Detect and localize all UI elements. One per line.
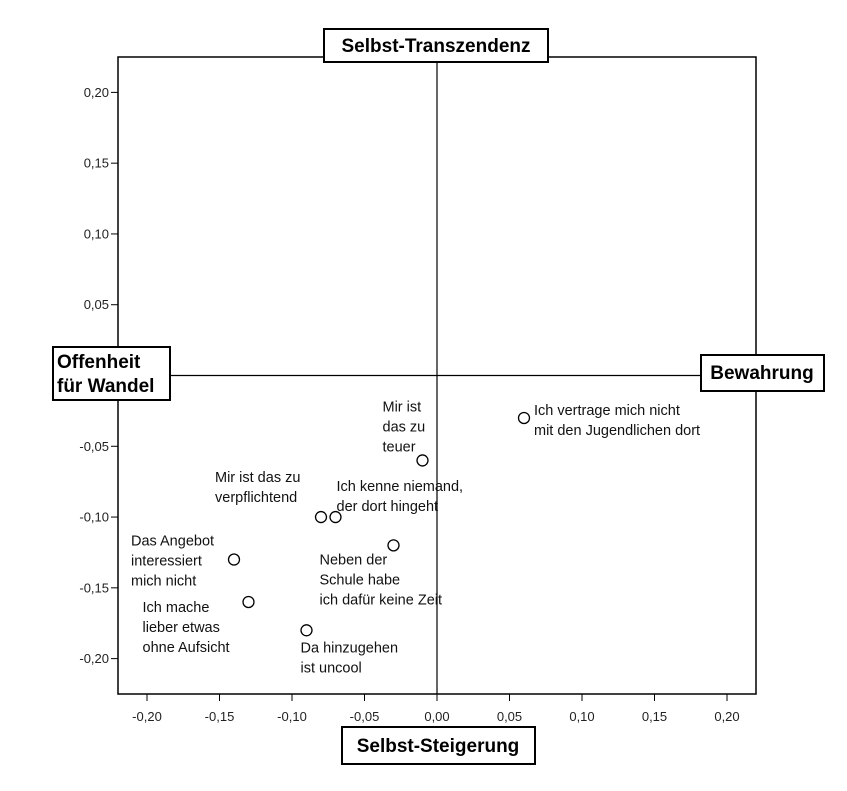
- pole-bottom-label: Selbst-Steigerung: [357, 736, 520, 757]
- pole-left-label-line1: Offenheit: [57, 352, 141, 373]
- data-point-marker: [329, 510, 342, 524]
- y-tick-label: -0,15: [79, 580, 109, 595]
- data-point-marker: [314, 510, 328, 524]
- pole-bottom-box: Selbst-Steigerung: [341, 726, 536, 765]
- pole-right-label: Bewahrung: [710, 363, 813, 384]
- y-axis-ticks: 0,20 0,15 0,10 0,05 -0,05 -0,10 -0,15 -0,20: [79, 85, 118, 666]
- data-point-marker: [416, 454, 429, 467]
- pole-top-box: Selbst-Transzendenz: [323, 28, 549, 63]
- data-point-marker: [227, 553, 241, 566]
- data-point-marker: [387, 539, 400, 552]
- data-point-marker: [517, 411, 531, 425]
- x-tick-label: 0,10: [569, 709, 594, 724]
- y-tick-label: 0,15: [84, 156, 109, 171]
- data-point-label: Ich kenne niemand,der dort hingeht: [337, 479, 464, 515]
- x-tick-label: -0,05: [350, 709, 380, 724]
- axis-lines: [118, 57, 756, 694]
- x-tick-label: -0,20: [132, 709, 162, 724]
- y-tick-label: 0,20: [84, 85, 109, 100]
- x-tick-label: 0,00: [424, 709, 449, 724]
- y-tick-label: 0,10: [84, 226, 109, 241]
- y-tick-label: -0,20: [79, 651, 109, 666]
- pole-top-label: Selbst-Transzendenz: [342, 36, 531, 57]
- y-tick-label: -0,10: [79, 510, 109, 525]
- x-tick-label: -0,10: [277, 709, 307, 724]
- x-tick-label: -0,15: [205, 709, 235, 724]
- x-tick-label: 0,15: [642, 709, 667, 724]
- y-tick-label: 0,05: [84, 297, 109, 312]
- data-point-marker: [242, 595, 255, 609]
- x-tick-label: 0,05: [497, 709, 522, 724]
- pole-left-label-line2: für Wandel: [57, 376, 154, 397]
- data-point-marker: [300, 624, 313, 637]
- pole-left-box: Offenheit für Wandel: [52, 346, 171, 401]
- x-tick-label: 0,20: [714, 709, 739, 724]
- pole-right-box: Bewahrung: [700, 354, 825, 392]
- y-tick-label: -0,05: [79, 439, 109, 454]
- x-axis-ticks: -0,20 -0,15 -0,10 -0,05 0,00 0,05 0,10 0,15 0,20: [132, 694, 740, 724]
